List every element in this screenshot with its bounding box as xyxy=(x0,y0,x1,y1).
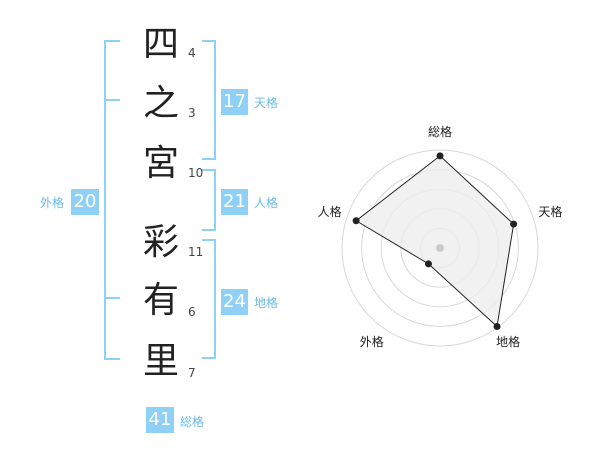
chikaku-bracket xyxy=(202,239,216,359)
radar-data-area xyxy=(355,155,515,328)
tenkaku-value: 17 xyxy=(221,89,248,115)
radar-axis-label: 総格 xyxy=(428,124,452,139)
radar-axis-label: 外格 xyxy=(360,334,384,349)
radar-axis-label: 人格 xyxy=(318,204,342,219)
stroke-count-5: 6 xyxy=(188,305,196,319)
chikaku-label: 地格 xyxy=(254,296,279,310)
gaikaku-bracket xyxy=(104,40,120,360)
radar-center-dot xyxy=(436,244,444,252)
jinkaku-value: 21 xyxy=(221,189,248,215)
radar-axis-label: 地格 xyxy=(496,334,520,349)
stroke-count-4: 11 xyxy=(188,245,204,259)
radar-point xyxy=(424,260,432,268)
jinkaku-bracket xyxy=(202,169,216,231)
name-char-5: 有 xyxy=(142,280,179,321)
gaikaku-label: 外格 xyxy=(40,196,65,210)
name-char-2: 之 xyxy=(142,83,179,124)
name-char-1: 四 xyxy=(142,24,179,65)
name-char-6: 里 xyxy=(142,341,179,382)
radar-point xyxy=(436,152,444,160)
tenkaku-label: 天格 xyxy=(254,96,279,110)
bracket-tick xyxy=(104,297,120,299)
soukaku-label: 総格 xyxy=(180,415,205,429)
chikaku-value: 24 xyxy=(221,289,248,315)
gaikaku-value: 20 xyxy=(71,189,99,215)
stroke-count-3: 10 xyxy=(188,166,204,180)
name-char-4: 彩 xyxy=(142,222,179,263)
stroke-count-6: 7 xyxy=(188,366,196,380)
radar-point xyxy=(510,220,518,228)
name-char-3: 宮 xyxy=(142,143,179,184)
soukaku-value: 41 xyxy=(146,407,174,433)
bracket-tick xyxy=(104,99,120,101)
tenkaku-bracket xyxy=(202,40,216,160)
stroke-count-2: 3 xyxy=(188,106,196,120)
jinkaku-label: 人格 xyxy=(254,196,279,210)
radar-axis-label: 天格 xyxy=(538,204,562,219)
stroke-count-1: 4 xyxy=(188,46,196,60)
radar-point xyxy=(493,322,501,330)
radar-point xyxy=(352,217,360,225)
